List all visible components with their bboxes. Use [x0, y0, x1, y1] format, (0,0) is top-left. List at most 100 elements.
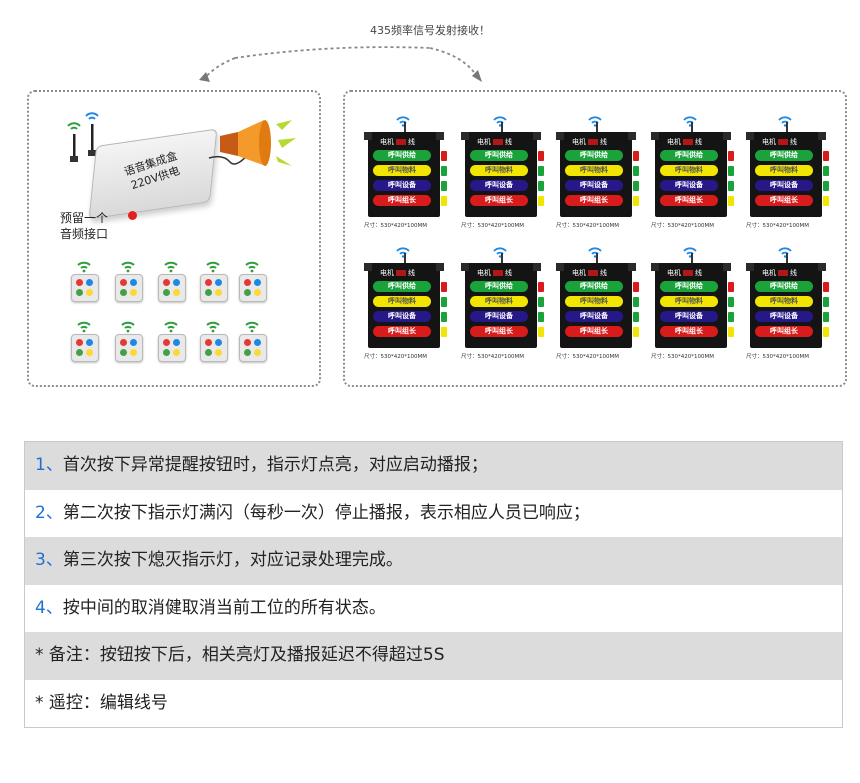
indicator-light [538, 312, 544, 322]
indicator-light [538, 151, 544, 161]
note-text: * 备注：按钮按下后，相关亮灯及播报延迟不得超过5S [35, 645, 445, 665]
indicator-light [728, 282, 734, 292]
button-dot [173, 279, 180, 286]
button-dot [244, 349, 251, 356]
indicator-light [823, 312, 829, 322]
indicator-light [538, 181, 544, 191]
button-dot [244, 339, 251, 346]
audio-port-line1: 预留一个 [60, 211, 109, 225]
board-header-right: 线 [695, 138, 702, 146]
button-dot [205, 339, 212, 346]
board-call-button: 呼叫组长 [373, 195, 431, 206]
button-dot [173, 349, 180, 356]
antenna-icon [67, 112, 99, 162]
andon-board: 电机线呼叫供给呼叫物料呼叫设备呼叫组长尺寸：530*420*100MM [746, 112, 829, 229]
instruction-row: 2、第二次按下指示灯满闪（每秒一次）停止播报，表示相应人员已响应； [25, 490, 842, 538]
board-call-button: 呼叫组长 [565, 326, 623, 337]
board-call-button: 呼叫物料 [373, 296, 431, 307]
antenna [501, 253, 503, 267]
board-size: 尺寸：530*420*100MM [651, 223, 714, 229]
line-number-display [396, 270, 406, 276]
board-header-right: 线 [600, 138, 607, 146]
button-dot [163, 349, 170, 356]
instruction-row: 4、按中间的取消健取消当前工位的所有状态。 [25, 585, 842, 633]
board-call-button: 呼叫物料 [373, 165, 431, 176]
board-call-button: 呼叫供给 [660, 150, 718, 161]
indicator-light [538, 282, 544, 292]
wifi-icon [778, 243, 792, 258]
indicator-light [538, 327, 544, 337]
wireless-call-button [114, 318, 144, 364]
board-call-button: 呼叫供给 [755, 150, 813, 161]
indicator-light [441, 282, 447, 292]
instruction-text: 首次按下异常提醒按钮时，指示灯点亮，对应启动播报； [62, 455, 488, 475]
antenna [596, 253, 598, 267]
indicator-light [441, 181, 447, 191]
indicator-light [441, 151, 447, 161]
board-header: 电机线 [667, 268, 702, 278]
button-dot [173, 289, 180, 296]
board-call-button: 呼叫组长 [660, 326, 718, 337]
indicator-light [728, 312, 734, 322]
board-size: 尺寸：530*420*100MM [461, 223, 524, 229]
remote-text: * 遥控：编辑线号 [35, 692, 168, 713]
board-call-button: 呼叫供给 [565, 150, 623, 161]
board-header-right: 线 [790, 269, 797, 277]
indicator-light [633, 312, 639, 322]
board-header-right: 线 [505, 138, 512, 146]
mounting-ears [746, 132, 826, 140]
board-call-button: 呼叫供给 [373, 281, 431, 292]
indicator-light [823, 196, 829, 206]
instruction-row: 3、第三次按下熄灭指示灯，对应记录处理完成。 [25, 537, 842, 585]
button-face [200, 274, 228, 302]
indicator-light [633, 151, 639, 161]
indicator-light [823, 297, 829, 307]
instruction-table: 1、首次按下异常提醒按钮时，指示灯点亮，对应启动播报； 2、第二次按下指示灯满闪… [24, 441, 843, 728]
mounting-ears [651, 132, 731, 140]
antenna [691, 122, 693, 136]
indicator-light [441, 297, 447, 307]
button-dot [86, 279, 93, 286]
button-dot [254, 349, 261, 356]
line-number-display [588, 270, 598, 276]
indicator-light [633, 282, 639, 292]
andon-board: 电机线呼叫供给呼叫物料呼叫设备呼叫组长尺寸：530*420*100MM [556, 112, 639, 229]
board-header-left: 电机 [380, 269, 394, 277]
indicator-light [728, 181, 734, 191]
board-header-left: 电机 [667, 138, 681, 146]
line-number-display [683, 139, 693, 145]
signal-label: 435频率信号发射接收！ [370, 24, 490, 37]
audio-port-line2: 音频接口 [60, 227, 109, 241]
audio-port-indicator [128, 211, 137, 220]
loudspeaker-icon [220, 120, 296, 166]
board-call-button: 呼叫物料 [755, 165, 813, 176]
line-number-display [493, 139, 503, 145]
mounting-ears [556, 263, 636, 271]
button-dot [76, 289, 83, 296]
indicator-light [538, 166, 544, 176]
board-header-right: 线 [790, 138, 797, 146]
andon-board: 电机线呼叫供给呼叫物料呼叫设备呼叫组长尺寸：530*420*100MM [556, 243, 639, 360]
button-dot [86, 339, 93, 346]
board-call-button: 呼叫设备 [373, 180, 431, 191]
board-call-button: 呼叫供给 [470, 150, 528, 161]
board-call-button: 呼叫供给 [470, 281, 528, 292]
button-dot [173, 339, 180, 346]
mounting-ears [746, 263, 826, 271]
button-face [115, 274, 143, 302]
board-header-left: 电机 [572, 269, 586, 277]
indicator-light [823, 327, 829, 337]
board-call-button: 呼叫供给 [755, 281, 813, 292]
line-number-display [493, 270, 503, 276]
transmitter-panel [27, 90, 321, 387]
wireless-call-button [157, 318, 187, 364]
board-call-button: 呼叫供给 [660, 281, 718, 292]
board-call-button: 呼叫组长 [755, 195, 813, 206]
andon-board: 电机线呼叫供给呼叫物料呼叫设备呼叫组长尺寸：530*420*100MM [461, 112, 544, 229]
board-call-button: 呼叫设备 [755, 311, 813, 322]
board-header: 电机线 [477, 137, 512, 147]
button-face [115, 334, 143, 362]
indicator-light [538, 297, 544, 307]
wireless-call-button [114, 258, 144, 304]
board-call-button: 呼叫设备 [373, 311, 431, 322]
